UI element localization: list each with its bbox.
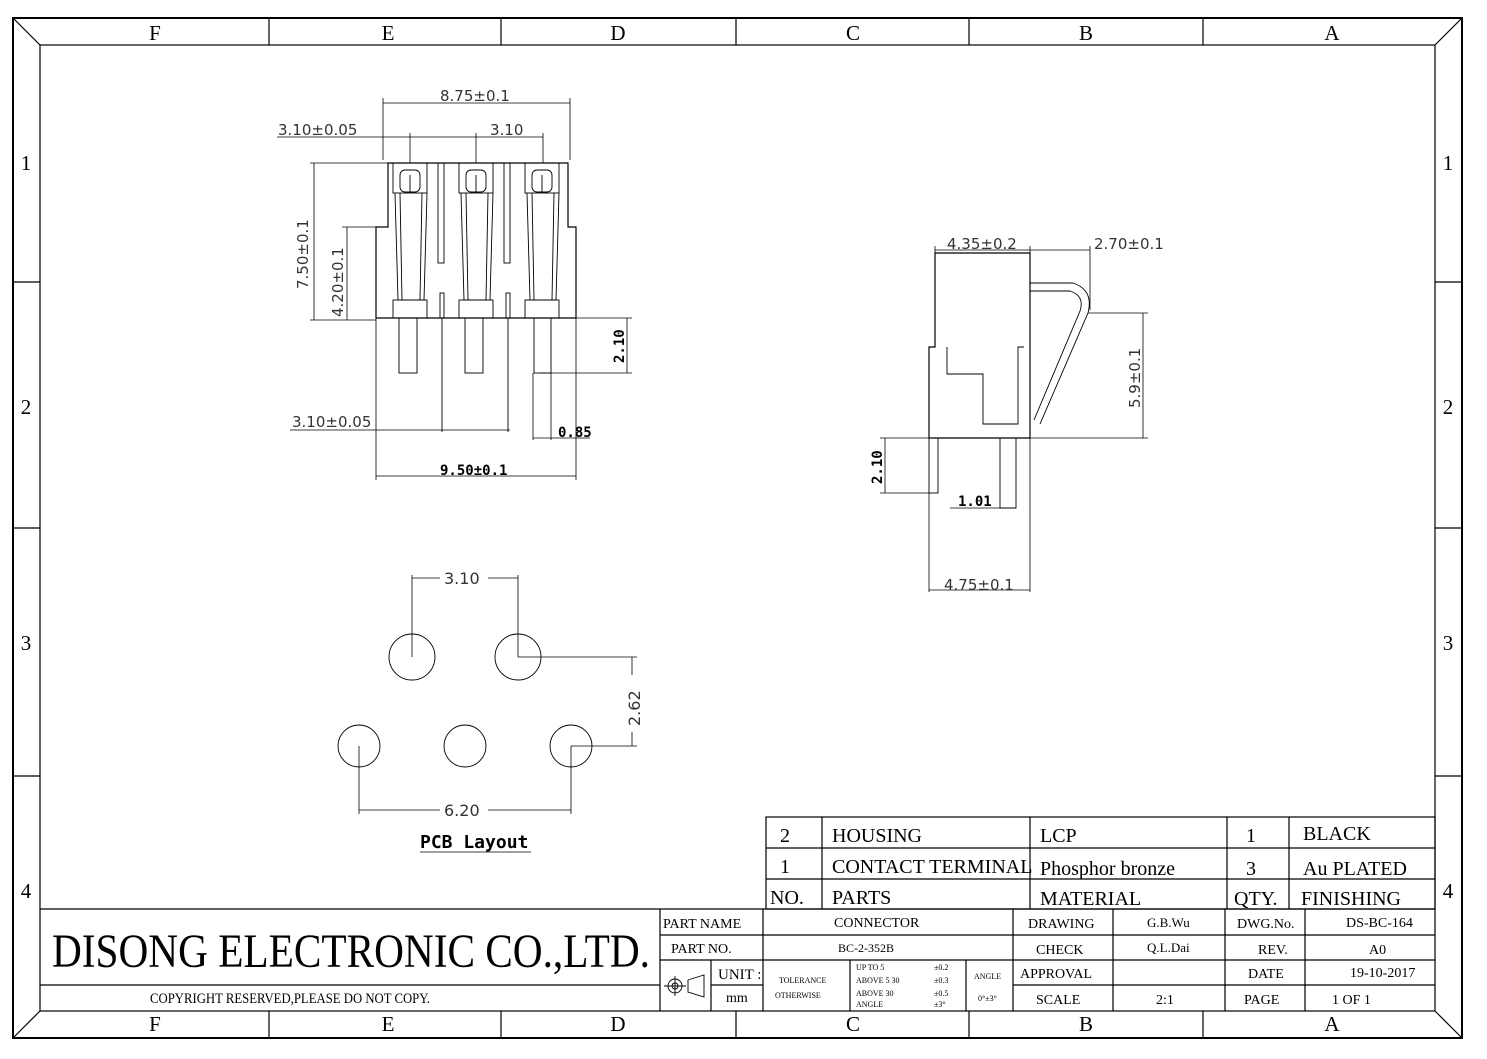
- tol-above30: ABOVE 30: [856, 989, 894, 998]
- bom-row-finishing: Au PLATED: [1303, 858, 1407, 880]
- tol-above5: ABOVE 5 30: [856, 976, 900, 985]
- tolerance-label: TOLERANCE: [779, 976, 827, 985]
- drawing-label: DRAWING: [1028, 917, 1095, 932]
- bom-header-no: NO.: [770, 887, 804, 909]
- col-label-d-bottom: D: [610, 1012, 625, 1036]
- dim-contact-height: 5.9±0.1: [1126, 348, 1144, 408]
- bom-header-parts: PARTS: [832, 887, 891, 909]
- dim-side-offset: 3.10±0.05: [278, 121, 357, 139]
- bom-row-material: Phosphor bronze: [1040, 858, 1175, 880]
- row-label-1-right: 1: [1443, 151, 1454, 175]
- rev-label: REV.: [1258, 943, 1288, 958]
- dim-pitch-bottom: 3.10±0.05: [292, 413, 371, 431]
- dim-pcb-pitch: 3.10: [444, 569, 480, 588]
- row-label-4-right: 4: [1443, 879, 1454, 903]
- row-label-1: 1: [21, 151, 32, 175]
- bom-row-finishing: BLACK: [1303, 823, 1371, 845]
- bom-row-no: 1: [780, 856, 790, 878]
- projection-symbol-icon: [664, 974, 705, 998]
- col-label-b: B: [1079, 21, 1093, 45]
- dim-pcb-span: 6.20: [444, 801, 480, 820]
- row-label-4: 4: [21, 879, 32, 903]
- bom-row-qty: 1: [1246, 825, 1256, 847]
- unit-value: mm: [726, 991, 748, 1006]
- col-label-e-bottom: E: [382, 1012, 395, 1036]
- dim-overall-width: 8.75±0.1: [440, 87, 510, 105]
- title-block: DISONG ELECTRONIC CO.,LTD. COPYRIGHT RES…: [40, 908, 1435, 1011]
- dim-housing-depth: 4.35±0.2: [947, 235, 1017, 253]
- date-label: DATE: [1248, 967, 1284, 982]
- bom-row-part: CONTACT TERMINAL: [832, 856, 1032, 878]
- front-view: 8.75±0.1 3.10±0.05 3.10 7.50±0.1 4.20±0.…: [277, 87, 632, 480]
- dim-pcb-row-spacing: 2.62: [625, 690, 644, 726]
- pcb-hole: [443, 724, 487, 768]
- part-no-value: BC-2-352B: [838, 941, 894, 955]
- col-label-d: D: [610, 21, 625, 45]
- bom-table: 2 HOUSING LCP 1 BLACK 1 CONTACT TERMINAL…: [765, 816, 1436, 910]
- part-name-label: PART NAME: [663, 917, 741, 932]
- scale-label: SCALE: [1036, 993, 1080, 1008]
- dim-pin-length: 2.10: [612, 329, 628, 363]
- unit-label: UNIT :: [718, 967, 761, 983]
- col-label-c-bottom: C: [846, 1012, 860, 1036]
- col-label-f-bottom: F: [149, 1012, 161, 1036]
- dim-base-width: 9.50±0.1: [440, 463, 507, 479]
- dwg-no-label: DWG.No.: [1237, 917, 1295, 932]
- tol-upto5-value: ±0.2: [934, 963, 948, 972]
- tol-angle-value: ±3°: [934, 1000, 946, 1009]
- tol-angle: ANGLE: [856, 1000, 883, 1009]
- angle-value: 0°±3°: [978, 994, 997, 1003]
- bom-header-finishing: FINISHING: [1301, 888, 1401, 910]
- pcb-layout: 3.10 2.62 6.20 PCB Layout: [337, 569, 644, 853]
- check-value: Q.L.Dai: [1147, 940, 1190, 955]
- row-label-3: 3: [21, 631, 32, 655]
- bom-header-qty: QTY.: [1234, 888, 1278, 910]
- tol-above5-value: ±0.3: [934, 976, 948, 985]
- dim-side-pin-length: 2.10: [870, 450, 886, 484]
- bom-row-no: 2: [780, 825, 790, 847]
- tol-above30-value: ±0.5: [934, 989, 948, 998]
- page-value: 1 OF 1: [1332, 993, 1371, 1008]
- dim-lower-height: 4.20±0.1: [329, 247, 347, 317]
- drawing-frame: F E D C B A F E D C B A 1 2 3 4 1 2 3 4: [12, 17, 1463, 1039]
- col-label-a: A: [1324, 21, 1340, 45]
- col-label-b-bottom: B: [1079, 1012, 1093, 1036]
- bom-header-material: MATERIAL: [1040, 888, 1141, 910]
- angle-label: ANGLE: [974, 972, 1001, 981]
- date-value: 19-10-2017: [1350, 966, 1415, 981]
- dwg-no-value: DS-BC-164: [1346, 916, 1413, 931]
- rev-value: A0: [1369, 943, 1386, 958]
- pcb-layout-title: PCB Layout: [420, 832, 528, 853]
- check-label: CHECK: [1036, 943, 1083, 958]
- row-label-2-right: 2: [1443, 395, 1454, 419]
- dim-height: 7.50±0.1: [294, 219, 312, 289]
- dim-pin-width: 0.85: [558, 425, 592, 441]
- drawing-value: G.B.Wu: [1147, 915, 1190, 930]
- company-name: DISONG ELECTRONIC CO.,LTD.: [52, 925, 650, 978]
- col-label-e: E: [382, 21, 395, 45]
- page-label: PAGE: [1244, 993, 1279, 1008]
- row-label-3-right: 3: [1443, 631, 1454, 655]
- bom-row-material: LCP: [1040, 825, 1077, 847]
- copyright-notice: COPYRIGHT RESERVED,PLEASE DO NOT COPY.: [150, 991, 430, 1007]
- col-label-c: C: [846, 21, 860, 45]
- otherwise-label: OTHERWISE: [775, 991, 821, 1000]
- col-label-a-bottom: A: [1324, 1012, 1340, 1036]
- dim-pin-thickness: 1.01: [958, 494, 992, 510]
- col-label-f: F: [149, 21, 161, 45]
- dim-pitch-top: 3.10: [490, 121, 523, 139]
- part-name-value: CONNECTOR: [834, 916, 920, 931]
- row-label-2: 2: [21, 395, 32, 419]
- scale-value: 2:1: [1156, 993, 1174, 1008]
- side-view: 4.35±0.2 2.70±0.1 5.9±0.1 4.75±0.1 2.10 …: [870, 235, 1164, 594]
- dim-contact-offset: 2.70±0.1: [1094, 235, 1164, 253]
- part-no-label: PART NO.: [671, 942, 732, 957]
- bom-row-qty: 3: [1246, 858, 1256, 880]
- tol-upto5: UP TO 5: [856, 963, 884, 972]
- bom-row-part: HOUSING: [832, 825, 922, 847]
- approval-label: APPROVAL: [1020, 967, 1092, 982]
- dim-footprint: 4.75±0.1: [944, 576, 1014, 594]
